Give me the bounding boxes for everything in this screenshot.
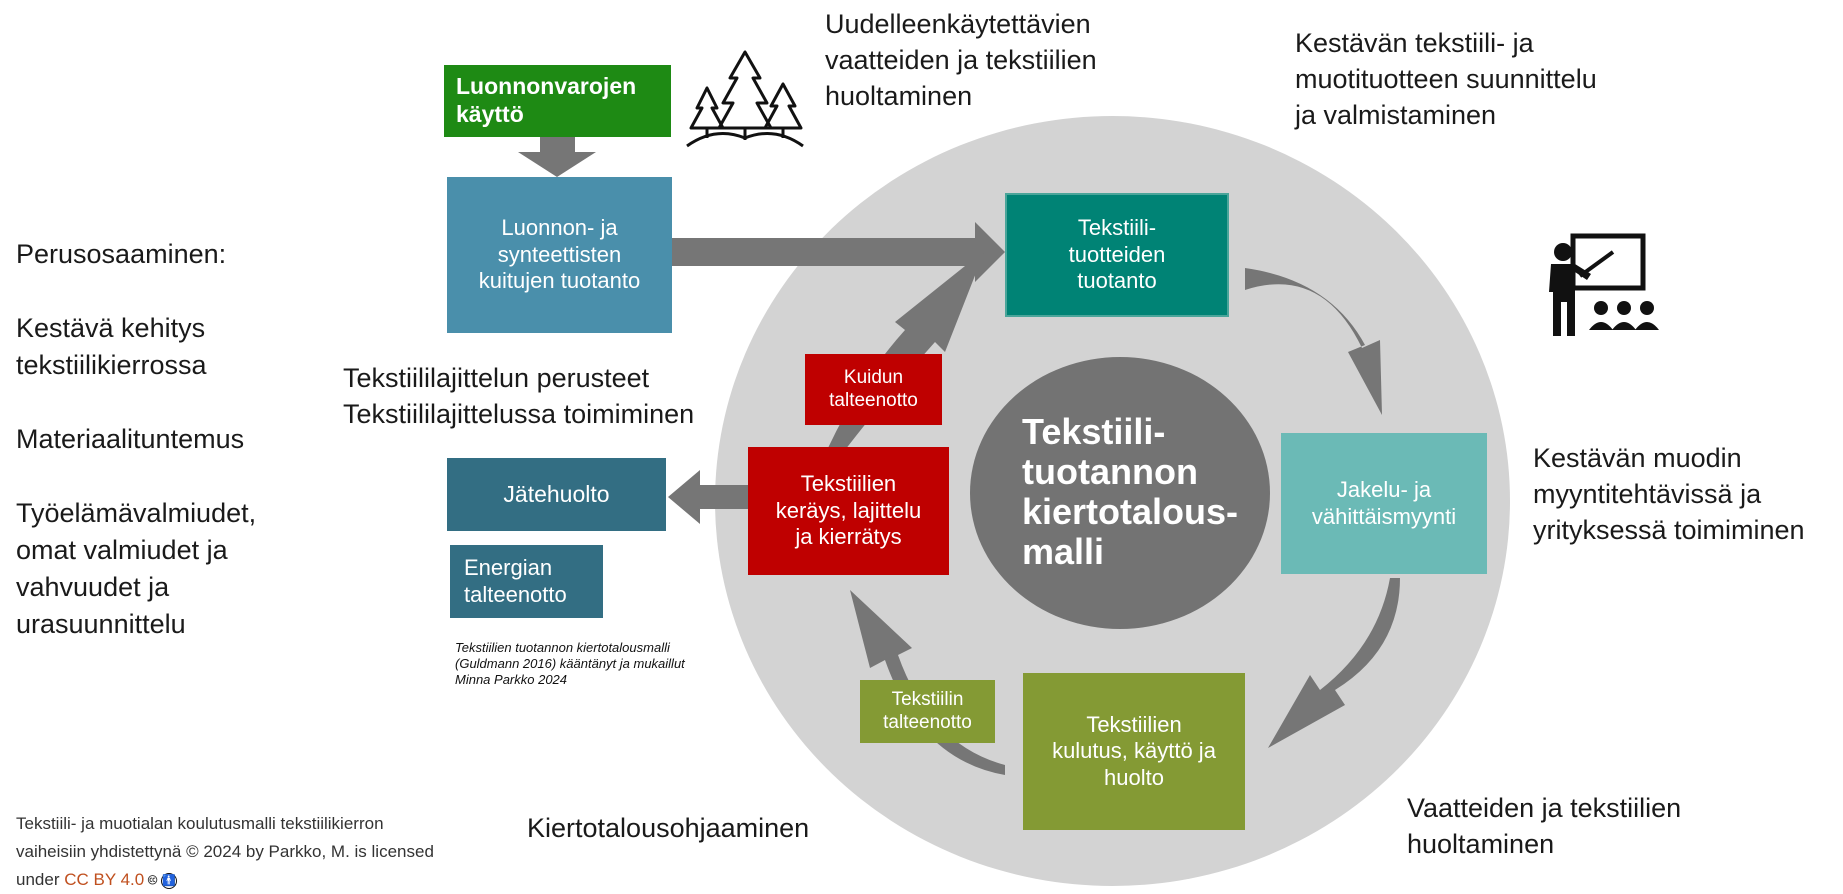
cc-icon: 🅭 <box>148 872 157 888</box>
license-link[interactable]: CC BY 4.0 <box>64 870 145 889</box>
forest-icon <box>686 50 804 148</box>
box-fiber-recovery: Kuidun talteenotto <box>805 354 942 425</box>
arrow-textile-to-distribution <box>1245 268 1382 415</box>
license-credit: Tekstiili- ja muotialan koulutusmalli te… <box>16 782 434 894</box>
box-textile-recovery: Tekstiilin talteenotto <box>860 680 995 743</box>
figure-caption: Tekstiilien tuotannon kiertotalousmalli … <box>455 640 685 687</box>
box-consumption: Tekstiilien kulutus, käyttö ja huolto <box>1023 673 1245 830</box>
box-textile-production: Tekstiili- tuotteiden tuotanto <box>1005 193 1229 317</box>
box-waste-management: Jätehuolto <box>447 458 666 531</box>
arrow-distribution-to-consumption <box>1268 578 1400 748</box>
text-sorting: Tekstiililajittelun perusteet Tekstiilil… <box>343 363 695 429</box>
box-energy-recovery: Energian talteenotto <box>450 545 603 618</box>
box-distribution: Jakelu- ja vähittäismyynti <box>1281 433 1487 574</box>
box-natural-resources: Luonnonvarojen käyttö <box>444 65 671 137</box>
teacher-icon <box>1549 233 1659 336</box>
center-title: Tekstiili- tuotannon kiertotalous- malli <box>1022 411 1239 572</box>
text-basic-skills: Perusosaaminen: Kestävä kehitys tekstiil… <box>16 239 257 639</box>
center-circle <box>970 357 1270 629</box>
box-collection: Tekstiilien keräys, lajittelu ja kierrät… <box>748 447 949 575</box>
text-sales: Kestävän muodin myyntitehtävissä ja yrit… <box>1533 443 1805 545</box>
arrow-collection-to-waste <box>668 470 748 524</box>
text-care: Vaatteiden ja tekstiilien huoltaminen <box>1407 793 1682 859</box>
text-sustainable-design: Kestävän tekstiili- ja muotituotteen suu… <box>1295 28 1597 130</box>
by-icon: 🚹 <box>160 872 177 889</box>
text-guidance: Kiertotalousohjaaminen <box>527 813 810 843</box>
text-reusable-care: Uudelleenkäytettävien vaatteiden ja teks… <box>825 9 1097 111</box>
arrow-consumption-to-collection <box>850 590 1005 775</box>
box-fiber-production: Luonnon- ja synteettisten kuitujen tuota… <box>447 177 672 333</box>
arrow-resources-to-fibers <box>518 136 596 177</box>
license-credit-text: Tekstiili- ja muotialan koulutusmalli te… <box>16 814 434 889</box>
arrow-fibers-to-textile <box>672 222 1005 282</box>
